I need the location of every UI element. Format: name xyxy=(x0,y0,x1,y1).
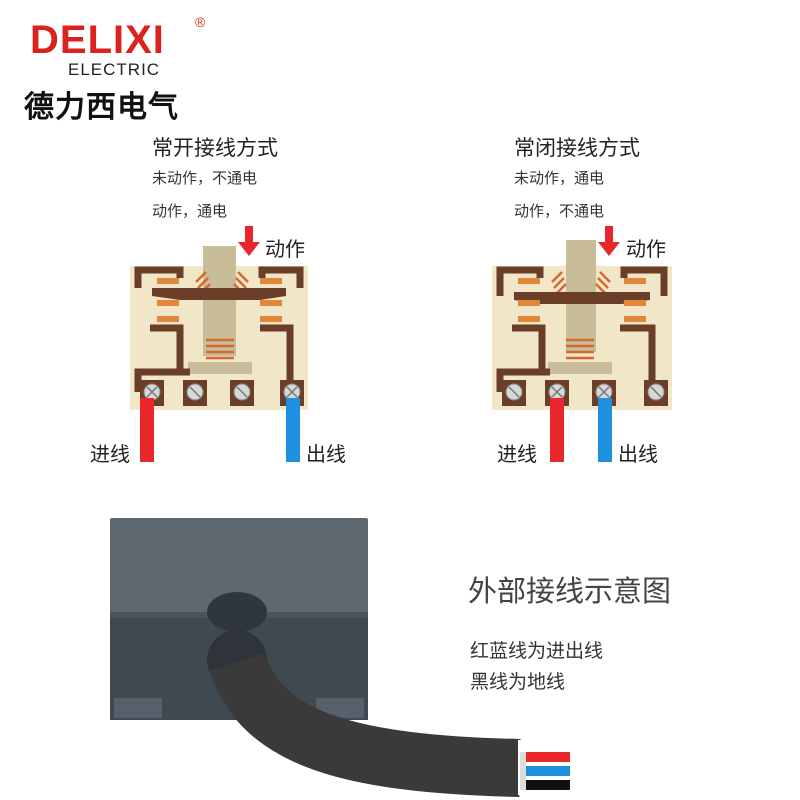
external-line-2: 黑线为地线 xyxy=(470,671,566,693)
nc-title: 常闭接线方式 xyxy=(514,136,640,160)
nc-action-arrow-icon xyxy=(598,226,620,256)
terminal-screw-icon xyxy=(143,383,301,401)
no-out-label: 出线 xyxy=(306,442,346,466)
no-line-2: 动作，通电 xyxy=(152,202,228,220)
external-title: 外部接线示意图 xyxy=(468,574,672,608)
no-title: 常开接线方式 xyxy=(152,136,278,160)
nc-line-1: 未动作，通电 xyxy=(514,169,605,187)
no-line-1: 未动作，不通电 xyxy=(152,169,258,187)
no-action-arrow-icon xyxy=(238,226,260,256)
no-action-label: 动作 xyxy=(265,237,305,261)
external-line-1: 红蓝线为进出线 xyxy=(470,640,604,662)
nc-in-label: 进线 xyxy=(497,442,537,466)
brand-name: DELIXI xyxy=(30,18,165,62)
nc-action-label: 动作 xyxy=(626,237,666,261)
brand-subtitle: ELECTRIC xyxy=(68,60,161,79)
registered-mark: ® xyxy=(195,14,206,30)
no-in-label: 进线 xyxy=(90,442,130,466)
nc-line-2: 动作，不通电 xyxy=(514,202,605,220)
nc-out-label: 出线 xyxy=(618,442,658,466)
brand-chinese-name: 德力西电气 xyxy=(24,90,179,125)
